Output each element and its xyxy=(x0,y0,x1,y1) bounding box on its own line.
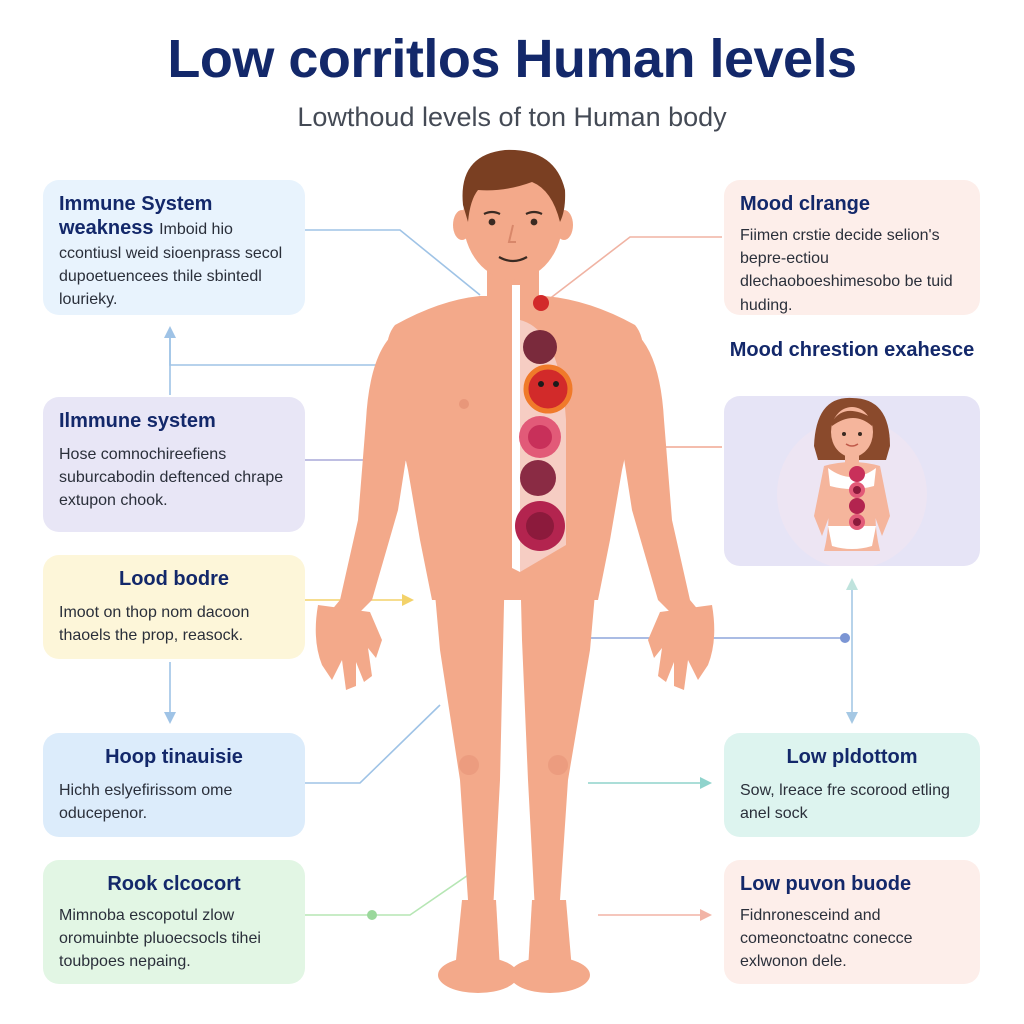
face xyxy=(483,210,543,263)
card-title: Mood clrange xyxy=(740,193,871,215)
connector-immune-weakness xyxy=(305,229,481,296)
card-rook-clcocort: Rook clcocort Mimnoba escopotul zlow oro… xyxy=(43,860,305,984)
organ-dark-2 xyxy=(520,460,556,496)
card-low-pldottom: Low pldottom Sow, lreace fre scorood etl… xyxy=(724,733,980,837)
body xyxy=(315,156,715,993)
page-title: Low corritlos Human levels xyxy=(167,29,857,89)
organ-column xyxy=(512,285,520,572)
organ-throat xyxy=(533,295,549,311)
connector-hoop xyxy=(305,704,441,784)
woman-illustration xyxy=(777,397,927,569)
card-title: Rook clcocort xyxy=(107,873,241,895)
body-shading xyxy=(459,399,568,775)
card-title: Ilmmune system xyxy=(59,410,216,432)
card-body: Hichh eslyefirissom ome oducepenor. xyxy=(59,782,233,823)
card-immune-system: Ilmmune system Hose comnochireefiens sub… xyxy=(43,397,305,532)
connector-mood-change xyxy=(547,236,722,301)
card-body: ccontiusl weid sioenprass secol dupoetue… xyxy=(59,245,283,309)
connector-rook xyxy=(305,859,491,916)
card-body: Fidnronesceind and comeonctoatnc conecce… xyxy=(740,907,913,971)
card-mood-chrestion-title: Mood chrestion exahesce xyxy=(729,339,975,361)
card-title: Immune System weakness xyxy=(59,193,213,239)
card-lood-bodre: Lood bodre Imoot on thop nom dacoon thao… xyxy=(43,555,305,659)
card-title: Lood bodre xyxy=(119,568,229,590)
card-inline-text: Imboid hio xyxy=(159,221,233,238)
card-body: Fiimen crstie decide selion's bepre-ecti… xyxy=(740,227,953,314)
card-body: Hose comnochireefiens suburcabodin defte… xyxy=(59,446,284,510)
card-mood-chrestion-image xyxy=(724,396,980,569)
card-title: Hoop tinauisie xyxy=(105,746,243,768)
card-body: Sow, lreace fre scorood etling anel sock xyxy=(740,782,950,823)
card-immune-weakness: Immune System weakness Imboid hio cconti… xyxy=(43,180,305,315)
card-low-puvon-buode: Low puvon buode Fidnronesceind and comeo… xyxy=(724,860,980,984)
page-subtitle: Lowthoud levels of ton Human body xyxy=(297,102,727,132)
card-mood-change: Mood clrange Fiimen crstie decide selion… xyxy=(724,180,980,315)
hair xyxy=(462,149,566,222)
card-body: Imoot on thop nom dacoon thaoels the pro… xyxy=(59,604,250,645)
card-hoop-tinauisie: Hoop tinauisie Hichh eslyefirissom ome o… xyxy=(43,733,305,837)
card-title: Low pldottom xyxy=(786,746,918,768)
organ-red xyxy=(526,367,570,411)
card-title: Low puvon buode xyxy=(740,873,912,895)
card-body: Mimnoba escopotul zlow oromuinbte pluoec… xyxy=(59,907,261,971)
organ-dark-1 xyxy=(523,330,557,364)
